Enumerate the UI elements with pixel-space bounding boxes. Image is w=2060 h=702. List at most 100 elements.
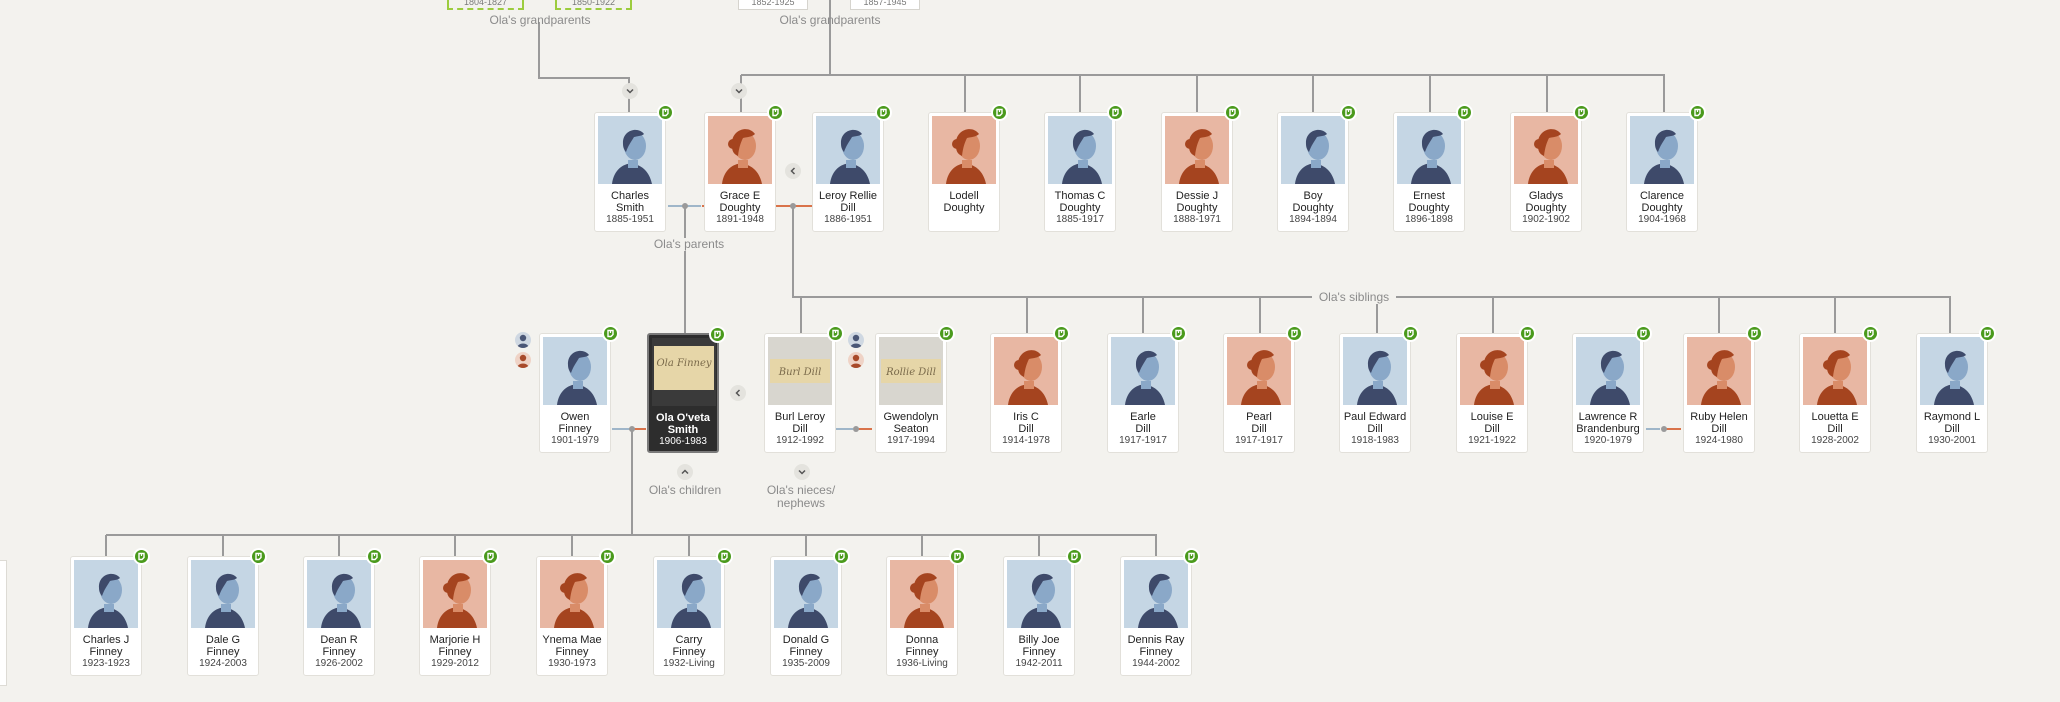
collapse-siblings-button[interactable] — [730, 385, 746, 401]
record-hint-icon[interactable] — [1224, 104, 1241, 121]
person-surname: Dill — [1827, 423, 1843, 435]
record-hint-icon[interactable] — [482, 548, 499, 565]
grandparent-card-partial[interactable]: 1850-1922 — [555, 0, 632, 10]
record-hint-icon[interactable] — [875, 104, 892, 121]
person-given-name: Gwendolyn — [883, 411, 939, 423]
person-given-name: Lawrence R — [1578, 411, 1638, 423]
spouse-switcher-male-icon[interactable] — [515, 332, 531, 348]
person-surname: Doughty — [1292, 202, 1334, 214]
record-hint-icon[interactable] — [599, 548, 616, 565]
record-hint-icon[interactable] — [1746, 325, 1763, 342]
record-hint-icon[interactable] — [1107, 104, 1124, 121]
grandparent-card-partial[interactable]: 1804-1827 — [447, 0, 524, 10]
person-portrait — [816, 116, 880, 184]
record-hint-icon[interactable] — [709, 326, 726, 343]
record-hint-icon[interactable] — [1862, 325, 1879, 342]
record-hint-icon[interactable] — [1066, 548, 1083, 565]
record-hint-icon[interactable] — [1519, 325, 1536, 342]
record-hint-icon[interactable] — [1689, 104, 1706, 121]
record-hint-icon[interactable] — [1456, 104, 1473, 121]
record-hint-icon[interactable] — [1979, 325, 1996, 342]
expand-nieces-button[interactable] — [794, 464, 810, 480]
record-hint-icon[interactable] — [767, 104, 784, 121]
record-hint-icon[interactable] — [1183, 548, 1200, 565]
record-hint-icon[interactable] — [366, 548, 383, 565]
record-hint-icon[interactable] — [1573, 104, 1590, 121]
record-hint-icon[interactable] — [938, 325, 955, 342]
person-portrait — [1281, 116, 1345, 184]
expand-ancestors-button[interactable] — [622, 83, 638, 99]
person-given-name: Burl Leroy — [774, 411, 826, 423]
side-panel-edge[interactable] — [0, 560, 7, 686]
grandparent-card-partial[interactable]: 1852-1925 — [738, 0, 808, 10]
spouse-switcher-female-icon[interactable] — [515, 352, 531, 368]
record-hint-icon[interactable] — [827, 325, 844, 342]
record-hint-icon[interactable] — [833, 548, 850, 565]
record-hint-icon[interactable] — [1635, 325, 1652, 342]
male-silhouette-icon — [1630, 116, 1694, 184]
record-hint-icon[interactable] — [949, 548, 966, 565]
record-hint-icon[interactable] — [1402, 325, 1419, 342]
record-hint-icon[interactable] — [1053, 325, 1070, 342]
collapse-children-button[interactable] — [677, 464, 693, 480]
record-hint-icon[interactable] — [657, 104, 674, 121]
record-hint-icon[interactable] — [716, 548, 733, 565]
expand-ancestors-button[interactable] — [731, 83, 747, 99]
record-hint-icon[interactable] — [991, 104, 1008, 121]
record-hint-icon[interactable] — [602, 325, 619, 342]
grandparent-years: 1857-1945 — [863, 0, 907, 7]
record-hint-icon[interactable] — [1340, 104, 1357, 121]
collapse-siblings-button[interactable] — [785, 163, 801, 179]
spouse-switcher-male-icon[interactable] — [848, 332, 864, 348]
chevron-down-icon — [798, 469, 806, 475]
record-hint-icon[interactable] — [1286, 325, 1303, 342]
person-lifespan: 1888-1971 — [1173, 214, 1221, 225]
grandparent-card-partial[interactable]: 1857-1945 — [850, 0, 920, 10]
male-silhouette-icon — [307, 560, 371, 628]
spouse-switcher-female-icon[interactable] — [848, 352, 864, 368]
record-hint-icon[interactable] — [133, 548, 150, 565]
person-given-name: Charles J — [82, 634, 130, 646]
record-hint-icon[interactable] — [1170, 325, 1187, 342]
record-hint-icon[interactable] — [250, 548, 267, 565]
